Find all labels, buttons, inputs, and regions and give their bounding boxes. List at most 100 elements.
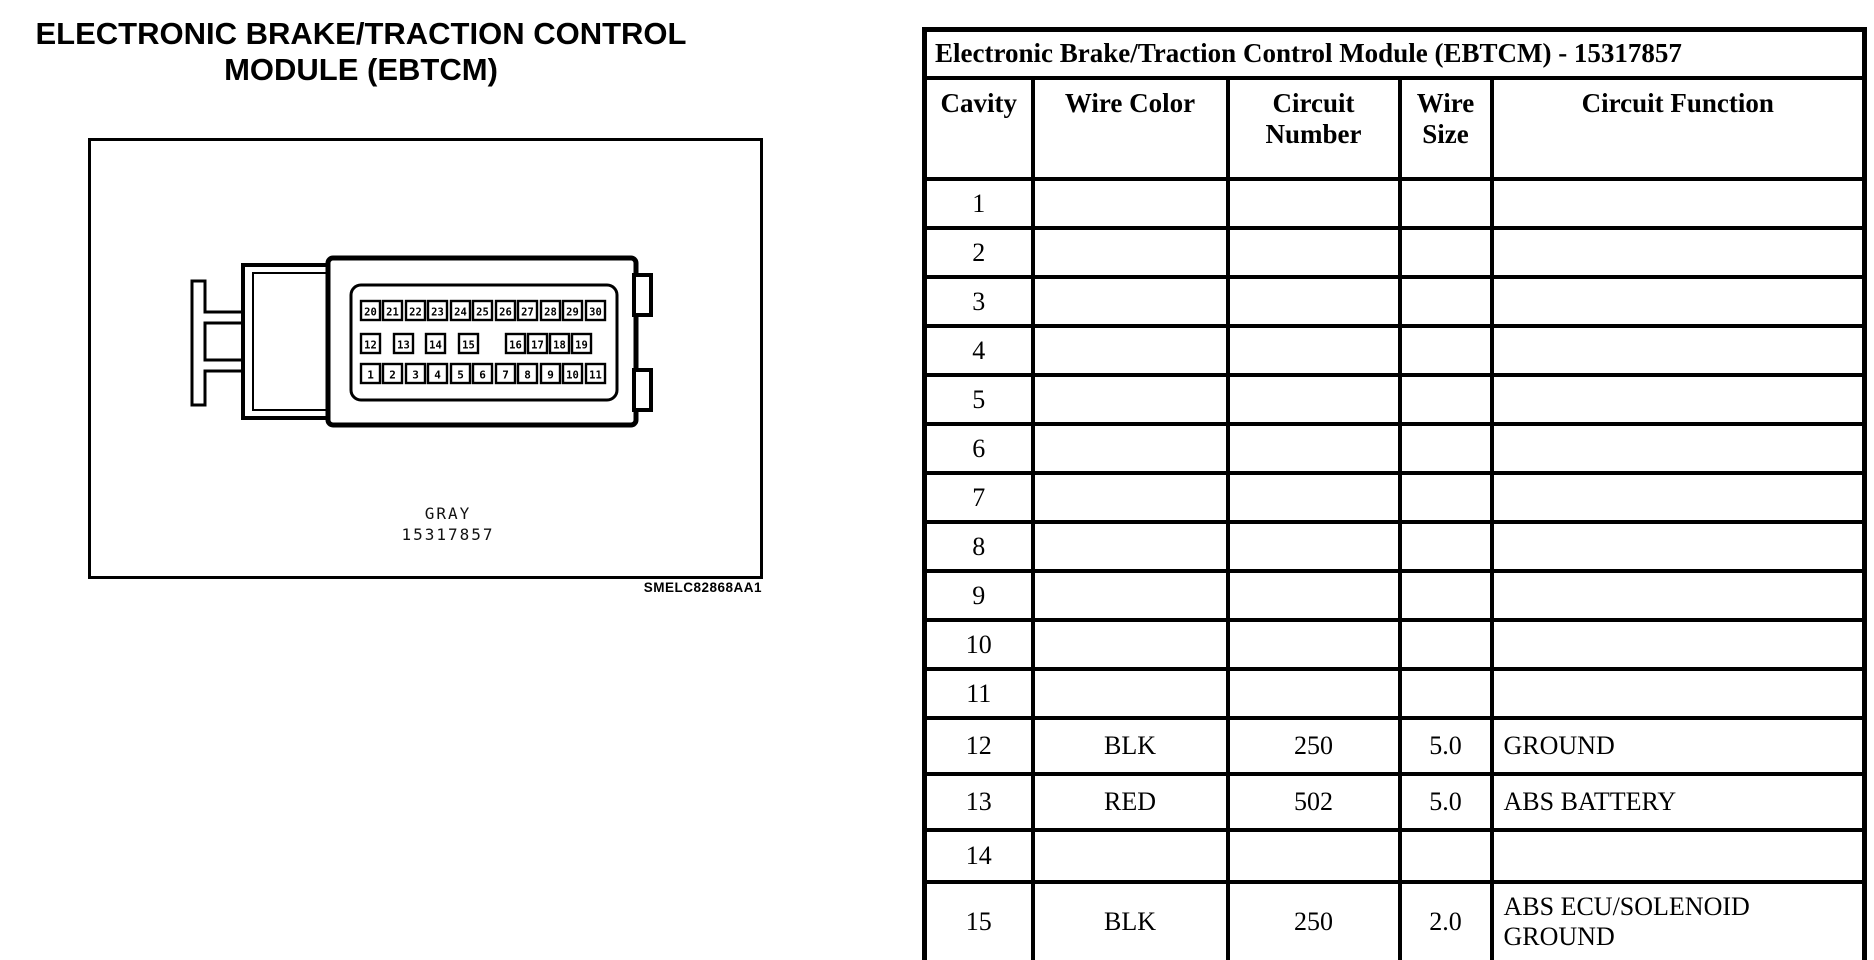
connector-pin [561,362,584,385]
connector-pin [404,299,427,322]
header-circuit-number: Circuit Number [1225,76,1402,181]
cell-cavity: 13 [922,772,1035,832]
table-row: 1 [922,177,1867,230]
cell-wire-size: 5.0 [1397,772,1494,832]
cell-circuit-number [1225,828,1402,884]
cell-wire-color [1030,226,1230,279]
cell-cavity: 7 [922,471,1035,524]
table-row: 5 [922,373,1867,426]
table-row: 3 [922,275,1867,328]
cell-circuit-function: ABS BATTERY [1489,772,1867,832]
cell-circuit-function [1489,667,1867,720]
cell-wire-color [1030,618,1230,671]
cell-circuit-function [1489,569,1867,622]
cell-wire-size [1397,373,1494,426]
cell-cavity: 14 [922,828,1035,884]
connector-tab-lower [632,368,653,412]
cell-wire-size [1397,520,1494,573]
connector-pin-number: 15 [462,340,475,352]
connector-pin-number: 7 [502,369,509,382]
connector-pin-number: 29 [566,307,579,319]
cell-wire-size [1397,569,1494,622]
cell-circuit-number: 250 [1225,716,1402,776]
cell-circuit-number [1225,667,1402,720]
cell-wire-color [1030,324,1230,377]
connector-pin [516,362,539,385]
cell-circuit-number [1225,177,1402,230]
cell-circuit-function: GROUND [1489,716,1867,776]
connector-pin-number: 16 [509,340,522,352]
connector-pin-number: 28 [544,307,557,319]
cell-circuit-function [1489,618,1867,671]
connector-pin-number: 25 [476,307,489,319]
cell-circuit-function [1489,422,1867,475]
cell-wire-size: 5.0 [1397,716,1494,776]
connector-pin [359,332,382,355]
cell-wire-color [1030,569,1230,622]
diagram-title: ELECTRONIC BRAKE/TRACTION CONTROL MODULE… [8,16,714,88]
cell-cavity: 10 [922,618,1035,671]
header-circuit-function: Circuit Function [1489,76,1867,181]
cell-wire-color [1030,422,1230,475]
connector-pin-number: 24 [454,307,467,319]
connector-pin [426,299,449,322]
connector-pin [404,362,427,385]
header-cavity: Cavity [922,76,1035,181]
cell-wire-color [1030,471,1230,524]
cell-wire-size [1397,324,1494,377]
table-row: 9 [922,569,1867,622]
connector-pin-number: 21 [386,307,399,319]
cell-circuit-function [1489,373,1867,426]
connector-pin [494,299,517,322]
table-row: 14 [922,828,1867,884]
connector-pin-number: 27 [521,307,534,319]
connector-pin-number: 19 [575,340,588,352]
connector-pin-number: 17 [531,340,544,352]
connector-tab-upper [632,273,653,317]
cell-circuit-function: ABS ECU/SOLENOID GROUND [1489,880,1867,960]
cell-circuit-function [1489,828,1867,884]
cell-wire-size [1397,828,1494,884]
connector-pin-number: 18 [553,340,566,352]
table-row: 6 [922,422,1867,475]
cell-cavity: 8 [922,520,1035,573]
connector-pin [516,299,539,322]
cell-circuit-number [1225,226,1402,279]
cell-cavity: 1 [922,177,1035,230]
table-row: 4 [922,324,1867,377]
connector-pin [457,332,480,355]
table-row: 7 [922,471,1867,524]
cell-circuit-number [1225,373,1402,426]
cell-cavity: 11 [922,667,1035,720]
cell-circuit-number [1225,471,1402,524]
connector-pin [561,299,584,322]
cell-wire-color: RED [1030,772,1230,832]
connector-pin-number: 30 [589,307,602,319]
cell-cavity: 3 [922,275,1035,328]
cell-wire-color [1030,828,1230,884]
table-row: 8 [922,520,1867,573]
cell-wire-size [1397,471,1494,524]
cell-circuit-number [1225,275,1402,328]
connector-pin-number: 14 [429,340,442,352]
table-title: Electronic Brake/Traction Control Module… [922,27,1867,80]
cell-wire-color [1030,275,1230,328]
connector-pin-number: 4 [434,369,441,382]
cell-cavity: 6 [922,422,1035,475]
connector-pin [471,362,494,385]
connector-pin-number: 2 [389,369,396,382]
header-wire-size: Wire Size [1397,76,1494,181]
cell-wire-size [1397,667,1494,720]
connector-pin [449,362,472,385]
cell-circuit-function [1489,177,1867,230]
table-title-row: Electronic Brake/Traction Control Module… [922,27,1867,80]
cell-wire-color: BLK [1030,880,1230,960]
connector-pin [548,332,571,355]
cell-cavity: 12 [922,716,1035,776]
cell-circuit-function [1489,471,1867,524]
connector-pin [449,299,472,322]
cell-wire-size [1397,226,1494,279]
connector-pin [584,299,607,322]
